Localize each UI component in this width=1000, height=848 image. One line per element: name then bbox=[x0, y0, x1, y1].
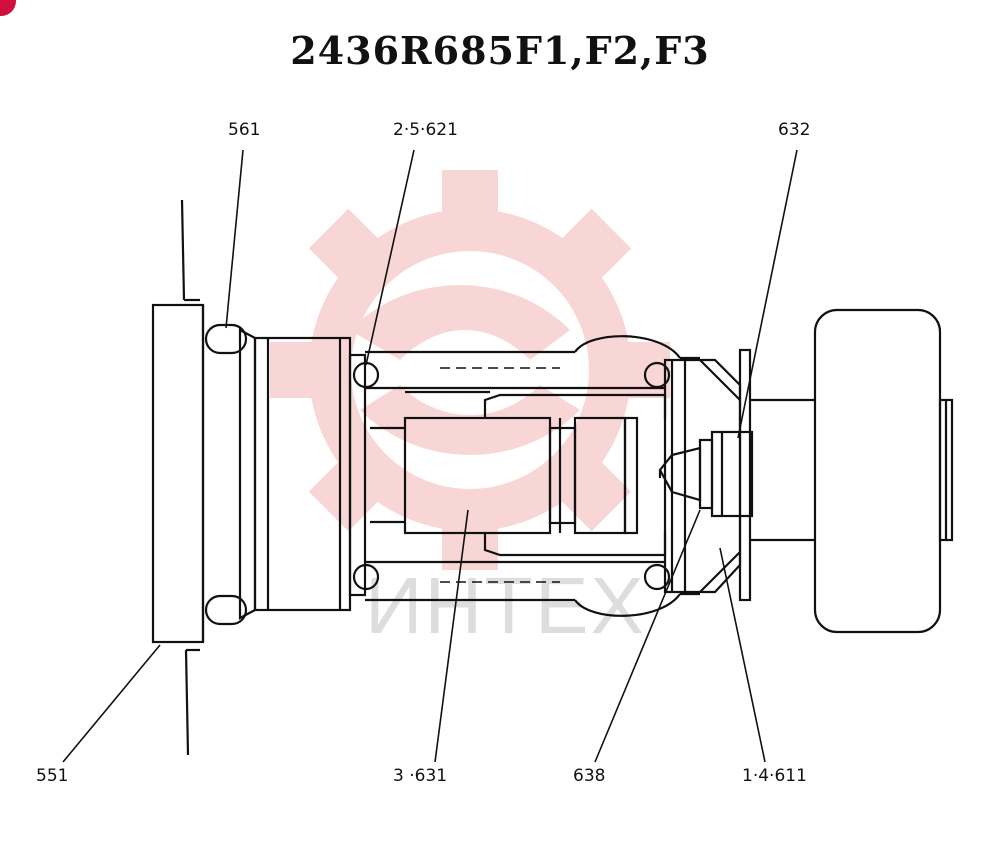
part-label-561: 561 bbox=[228, 120, 261, 140]
part-label-3-631: 3 ·631 bbox=[393, 766, 448, 786]
part-label-551: 551 bbox=[36, 766, 69, 786]
part-label-638: 638 bbox=[573, 766, 606, 786]
diagram-title: 2436R685F1,F2,F3 bbox=[290, 28, 710, 73]
watermark-text: ИНТЕХ bbox=[365, 561, 646, 650]
part-label-1-4-611: 1·4·611 bbox=[742, 766, 807, 786]
part-label-632: 632 bbox=[778, 120, 811, 140]
part-label-2-5-621: 2·5·621 bbox=[393, 120, 458, 140]
